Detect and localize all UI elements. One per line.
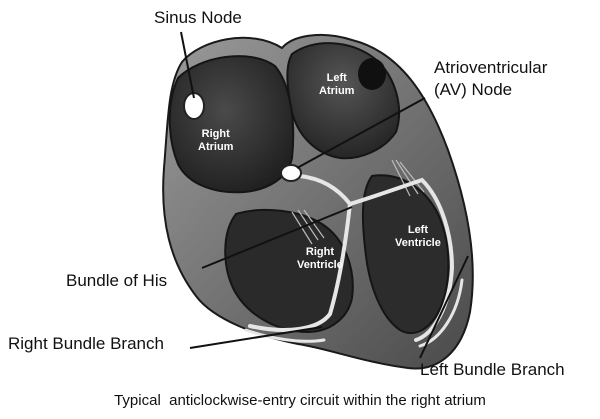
right-atrium-chamber: [168, 55, 295, 194]
bundle-of-his-label: Bundle of His: [66, 271, 168, 290]
right-atrium-label-line2: Atrium: [198, 141, 234, 153]
right-ventricle-label-line1: Right: [305, 246, 334, 258]
bundle-of-his-path: [298, 174, 352, 206]
right-bundle-branch-label: Right Bundle Branch: [8, 334, 164, 353]
left-atrium-label-line1: Left: [326, 72, 347, 84]
av-node-label-line2: (AV) Node: [434, 80, 513, 99]
right-ventricle-label-line2: Ventricle: [297, 259, 343, 271]
av-node-marker: [280, 164, 302, 182]
sinus-node-label: Sinus Node: [154, 8, 242, 27]
pointer-left-bundle: [419, 255, 469, 359]
av-node-label-line1: Atrioventricular: [434, 58, 548, 77]
vein-opening: [358, 58, 386, 90]
left-ventricle-chamber: [361, 174, 450, 334]
left-bundle-branch-label: Left Bundle Branch: [420, 360, 565, 379]
right-ventricle-chamber: [224, 208, 354, 334]
left-atrium-label: Left Atrium: [319, 72, 354, 98]
pointer-bundle-of-his: [201, 206, 353, 269]
pointer-sinus-node: [180, 31, 195, 99]
left-atrium-label-line2: Atrium: [319, 85, 355, 97]
left-ventricle-label-line2: Ventricle: [395, 237, 441, 249]
diagram-caption: Typical anticlockwise-entry circuit with…: [114, 392, 486, 409]
pointer-lines: [180, 31, 469, 359]
right-atrium-label: Right Atrium: [198, 128, 233, 154]
right-ventricle-label: Right Ventricle: [297, 246, 343, 272]
left-ventricle-label-line1: Left: [407, 224, 429, 236]
pointer-right-bundle: [189, 326, 323, 349]
right-atrium-label-line1: Right: [201, 128, 230, 140]
right-bundle-path: [248, 202, 352, 332]
left-ventricle-label: Left Ventricle: [395, 224, 441, 250]
pointer-av-node: [296, 97, 426, 169]
